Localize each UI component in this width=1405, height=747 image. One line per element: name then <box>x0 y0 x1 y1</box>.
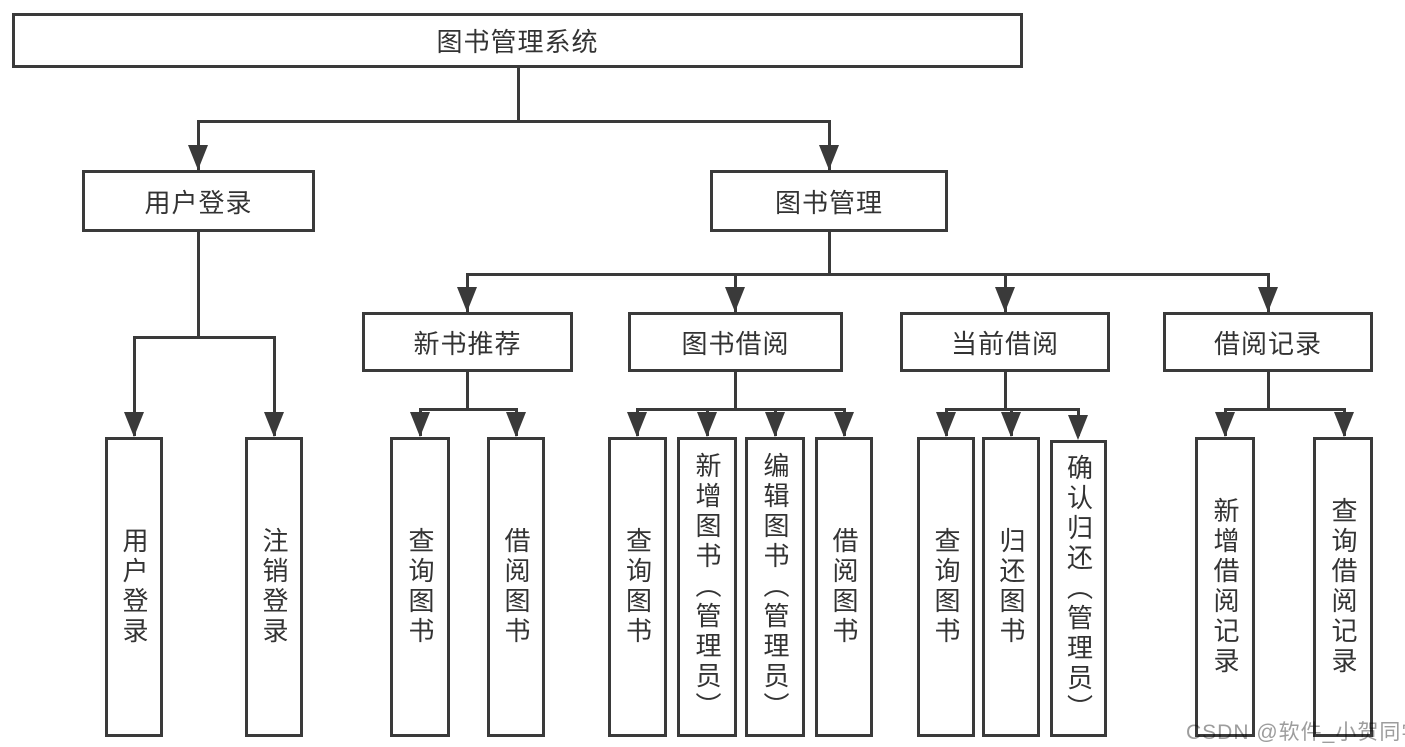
connector-line <box>516 66 520 123</box>
node-user-login-op: 用户登录 <box>105 437 163 737</box>
arrowhead-down-icon <box>264 412 284 437</box>
arrowhead-down-icon <box>457 287 477 312</box>
node-label: 查询借阅记录 <box>1328 497 1358 677</box>
csdn-watermark: CSDN @软件_小贺同学 <box>1186 721 1405 744</box>
arrowhead-down-icon <box>1001 412 1021 437</box>
arrowhead-down-icon <box>834 412 854 437</box>
node-user-login: 用户登录 <box>82 170 315 232</box>
node-new-book-recommend: 新书推荐 <box>362 312 573 372</box>
node-label: 新增借阅记录 <box>1210 497 1240 677</box>
node-label: 用户登录 <box>119 527 149 647</box>
node-label: 查询图书 <box>405 527 435 647</box>
connector-line <box>465 370 469 411</box>
arrowhead-down-icon <box>1258 287 1278 312</box>
node-borrowing-records: 借阅记录 <box>1163 312 1373 372</box>
node-return-book: 归还图书 <box>982 437 1040 737</box>
node-logout-op: 注销登录 <box>245 437 303 737</box>
node-current-borrowing: 当前借阅 <box>900 312 1110 372</box>
node-label: 当前借阅 <box>950 328 1059 359</box>
node-library-system: 图书管理系统 <box>12 13 1023 68</box>
connector-line <box>132 335 136 436</box>
arrowhead-down-icon <box>506 412 526 437</box>
node-label: 注销登录 <box>259 527 289 647</box>
node-edit-book-admin: 编辑图书（管理员） <box>745 437 805 737</box>
node-query-borrow-record: 查询借阅记录 <box>1313 437 1373 737</box>
arrowhead-down-icon <box>1068 415 1088 440</box>
arrowhead-down-icon <box>124 412 144 437</box>
node-query-book-newrec: 查询图书 <box>390 437 450 737</box>
node-label: 图书管理系统 <box>436 27 599 57</box>
arrowhead-down-icon <box>188 145 208 170</box>
node-label: 借阅记录 <box>1213 328 1322 359</box>
node-label: 用户登录 <box>144 187 253 218</box>
connector-line <box>418 407 518 411</box>
node-query-book-current: 查询图书 <box>917 437 975 737</box>
arrowhead-down-icon <box>819 145 839 170</box>
connector-line <box>1266 370 1270 411</box>
node-label: 图书借阅 <box>681 328 790 359</box>
arrowhead-down-icon <box>995 287 1015 312</box>
arrowhead-down-icon <box>410 412 430 437</box>
connector-line <box>827 230 831 276</box>
node-label: 新书推荐 <box>413 328 522 359</box>
node-label: 查询图书 <box>931 527 961 647</box>
node-label: 归还图书 <box>996 527 1026 647</box>
node-confirm-return-admin: 确认归还（管理员） <box>1050 440 1107 737</box>
arrowhead-down-icon <box>1215 412 1235 437</box>
node-add-borrow-record: 新增借阅记录 <box>1195 437 1255 737</box>
node-label: 借阅图书 <box>501 527 531 647</box>
connector-line <box>196 119 200 170</box>
node-label: 借阅图书 <box>829 527 859 647</box>
connector-line <box>132 335 276 339</box>
node-label: 编辑图书（管理员） <box>760 452 790 722</box>
node-book-management: 图书管理 <box>710 170 948 232</box>
connector-line <box>196 119 831 123</box>
arrowhead-down-icon <box>765 412 785 437</box>
connector-line <box>1003 370 1007 411</box>
connector-line <box>465 272 1270 276</box>
connector-line <box>272 335 276 436</box>
connector-line <box>1223 407 1346 411</box>
arrowhead-down-icon <box>697 412 717 437</box>
connector-line <box>827 119 831 170</box>
arrowhead-down-icon <box>627 412 647 437</box>
node-label: 图书管理 <box>774 187 883 218</box>
node-label: 确认归还（管理员） <box>1063 453 1094 724</box>
node-query-book-borrow: 查询图书 <box>608 437 667 737</box>
node-label: 新增图书（管理员） <box>692 452 722 722</box>
arrowhead-down-icon <box>1334 412 1354 437</box>
node-borrow-book-newrec: 借阅图书 <box>487 437 545 737</box>
connector-line <box>635 407 846 411</box>
connector-line <box>196 230 200 339</box>
connector-line <box>733 370 737 411</box>
node-borrow-book-op: 借阅图书 <box>815 437 873 737</box>
node-label: 查询图书 <box>622 527 653 647</box>
arrowhead-down-icon <box>936 412 956 437</box>
node-add-book-admin: 新增图书（管理员） <box>677 437 737 737</box>
node-book-borrowing: 图书借阅 <box>628 312 843 372</box>
arrowhead-down-icon <box>725 287 745 312</box>
